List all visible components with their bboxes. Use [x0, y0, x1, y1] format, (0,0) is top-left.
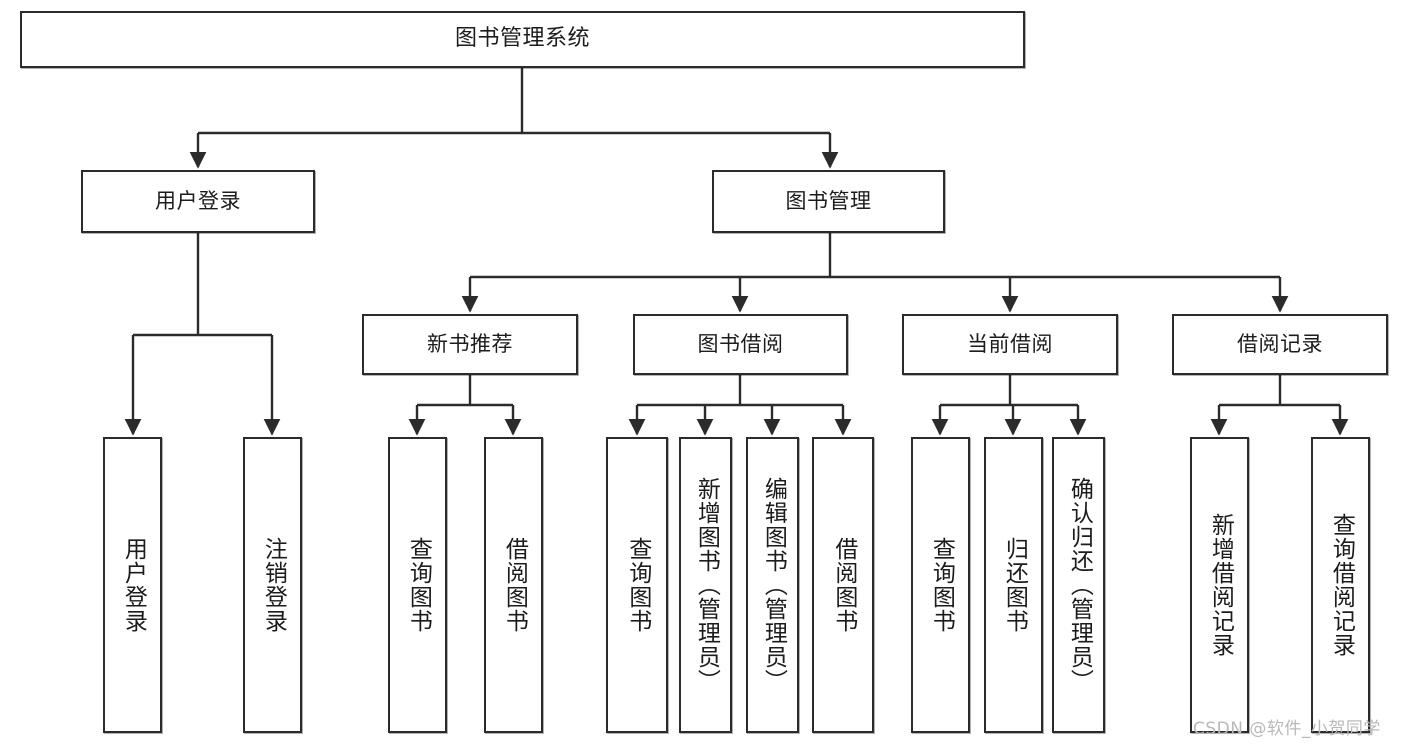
node-leaf-add-borrow-record[interactable]: 新增借阅记录 [1190, 437, 1249, 733]
node-leaf-query-borrow-record[interactable]: 查询借阅记录 [1311, 437, 1370, 733]
node-leaf-query-book-2-label: 查询图书 [624, 537, 651, 633]
node-leaf-edit-book-admin-label: 编辑图书（管理员） [760, 477, 787, 693]
node-leaf-borrow-book-2[interactable]: 借阅图书 [812, 437, 874, 733]
node-leaf-query-borrow-record-label: 查询借阅记录 [1328, 513, 1355, 657]
node-leaf-logout-login[interactable]: 注销登录 [243, 437, 302, 733]
node-leaf-query-book-3[interactable]: 查询图书 [911, 437, 970, 733]
node-leaf-edit-book-admin[interactable]: 编辑图书（管理员） [746, 437, 799, 733]
node-book-borrow-label: 图书借阅 [697, 331, 784, 356]
node-root-label: 图书管理系统 [454, 26, 590, 52]
node-leaf-borrow-book-1-label: 借阅图书 [501, 537, 528, 633]
node-leaf-add-book-admin-label: 新增图书（管理员） [693, 477, 720, 693]
node-current-borrow-label: 当前借阅 [967, 331, 1053, 356]
node-new-book-recommend[interactable]: 新书推荐 [362, 314, 578, 375]
node-leaf-query-book-1[interactable]: 查询图书 [388, 437, 447, 733]
node-current-borrow[interactable]: 当前借阅 [902, 314, 1118, 375]
node-leaf-confirm-return-admin-label: 确认归还（管理员） [1066, 477, 1093, 693]
node-book-borrow[interactable]: 图书借阅 [633, 314, 848, 375]
node-user-login[interactable]: 用户登录 [81, 170, 315, 233]
node-leaf-return-book-label: 归还图书 [1001, 537, 1028, 633]
node-book-manage[interactable]: 图书管理 [712, 170, 945, 233]
node-borrow-record-label: 借阅记录 [1237, 331, 1323, 356]
node-book-manage-label: 图书管理 [785, 188, 872, 213]
node-leaf-user-login-label: 用户登录 [120, 537, 147, 633]
node-leaf-borrow-book-2-label: 借阅图书 [830, 537, 857, 633]
node-leaf-query-book-2[interactable]: 查询图书 [606, 437, 668, 733]
node-borrow-record[interactable]: 借阅记录 [1172, 314, 1388, 375]
node-leaf-query-book-3-label: 查询图书 [928, 537, 955, 633]
node-leaf-user-login[interactable]: 用户登录 [103, 437, 162, 733]
node-root[interactable]: 图书管理系统 [20, 11, 1025, 68]
node-leaf-return-book[interactable]: 归还图书 [984, 437, 1043, 733]
node-leaf-logout-login-label: 注销登录 [260, 537, 287, 633]
node-leaf-add-book-admin[interactable]: 新增图书（管理员） [679, 437, 732, 733]
node-leaf-query-book-1-label: 查询图书 [405, 537, 432, 633]
node-new-book-recommend-label: 新书推荐 [427, 331, 513, 356]
node-leaf-confirm-return-admin[interactable]: 确认归还（管理员） [1052, 437, 1105, 733]
node-leaf-add-borrow-record-label: 新增借阅记录 [1207, 513, 1234, 657]
node-leaf-borrow-book-1[interactable]: 借阅图书 [484, 437, 543, 733]
node-user-login-label: 用户登录 [155, 188, 241, 213]
